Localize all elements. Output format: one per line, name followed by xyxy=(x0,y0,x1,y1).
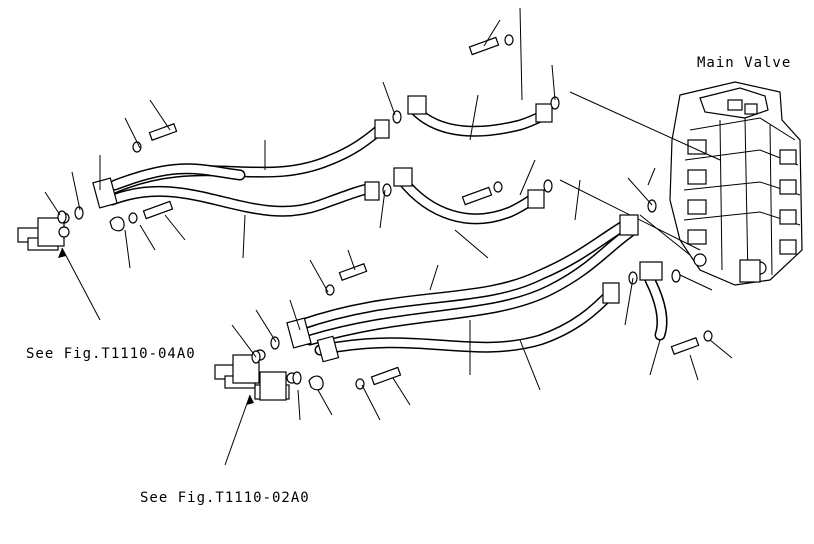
upper-hose-group xyxy=(92,119,390,217)
leader-line xyxy=(569,91,721,161)
clamp xyxy=(109,216,324,391)
arrow-icon xyxy=(58,248,66,258)
arrow-icon xyxy=(246,395,254,405)
lower-hose-group xyxy=(286,214,639,363)
bolt xyxy=(142,36,700,386)
main-valve-label: Main Valve xyxy=(697,55,791,71)
see-fig-upper-label: See Fig.T1110-04A0 xyxy=(26,346,196,362)
upper-flange-fitting xyxy=(17,212,70,251)
see-fig-lower-label: See Fig.T1110-02A0 xyxy=(140,490,310,506)
elbow-fitting xyxy=(639,261,668,341)
upper-right-hose xyxy=(393,95,553,225)
leader-line xyxy=(639,214,691,256)
main-valve-assembly xyxy=(669,81,803,286)
callout-lines xyxy=(44,19,733,466)
leader-line xyxy=(519,7,523,101)
